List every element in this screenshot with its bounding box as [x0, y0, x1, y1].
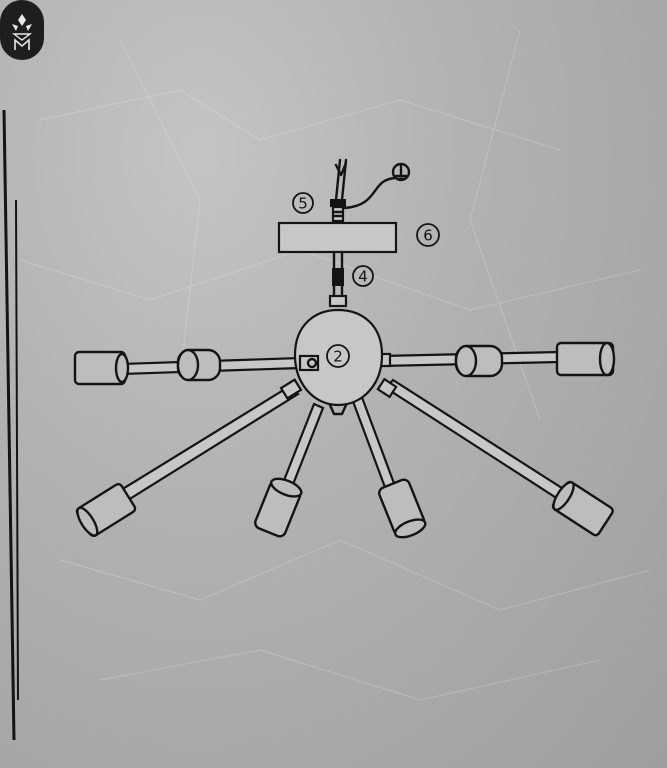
- arm-lower-left: [75, 378, 303, 538]
- canopy-plate: [277, 221, 398, 254]
- part-label-6: 6: [416, 223, 440, 247]
- arm-lower-mid-left: [254, 402, 325, 538]
- part-label-5: 5: [292, 192, 314, 214]
- label-4-text: 4: [358, 268, 368, 286]
- left-border-line: [2, 109, 16, 741]
- arm-lower-right: [376, 377, 614, 537]
- arm-right: [374, 341, 616, 378]
- center-hub: [293, 308, 384, 416]
- label-6-text: 6: [423, 227, 433, 245]
- part-label-2: 2: [326, 344, 350, 368]
- logo-emblem-icon: [0, 0, 44, 60]
- downrod: [328, 250, 348, 308]
- label-2-text: 2: [333, 348, 343, 366]
- wire-connector: [330, 199, 346, 223]
- ground-icon: [391, 162, 411, 182]
- arm-left: [73, 348, 302, 386]
- part-label-4: 4: [352, 265, 374, 287]
- power-wires: [334, 158, 397, 210]
- left-border-line-inner: [15, 199, 19, 701]
- paper-creases: [19, 29, 651, 701]
- label-5-text: 5: [298, 195, 308, 213]
